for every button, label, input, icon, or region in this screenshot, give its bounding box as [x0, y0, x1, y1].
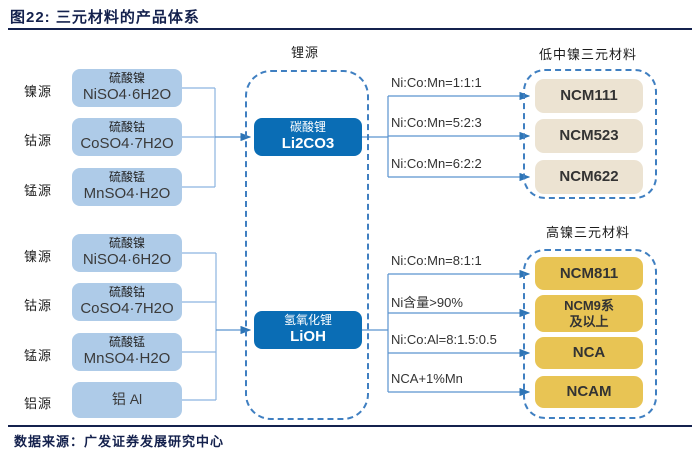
node-manganese-sulfate-top: 硫酸锰 MnSO4·H2O: [72, 168, 182, 206]
node-cn-name: 硫酸锰: [108, 335, 145, 350]
node-ncm523: NCM523: [535, 119, 643, 153]
node-cn-name: 铝 Al: [111, 391, 143, 408]
node-ncam: NCAM: [535, 376, 643, 408]
node-lithium-carbonate: 碳酸锂 Li2CO3: [254, 118, 362, 156]
ratio-label-ncam: NCA+1%Mn: [391, 371, 463, 386]
node-formula: NiSO4·6H2O: [82, 251, 172, 269]
node-cn-name: 硫酸镍: [108, 236, 145, 251]
low-mid-nickel-label: 低中镍三元材料: [538, 47, 637, 62]
figure-title: 图22: 三元材料的产品体系: [10, 9, 200, 26]
product-name: NCA: [572, 344, 606, 361]
node-ncm111: NCM111: [535, 79, 643, 113]
node-manganese-sulfate-bottom: 硫酸锰 MnSO4·H2O: [72, 333, 182, 371]
node-nickel-sulfate-bottom: 硫酸镍 NiSO4·6H2O: [72, 234, 182, 272]
node-cn-name: 硫酸镍: [108, 71, 145, 86]
node-nca: NCA: [535, 337, 643, 369]
high-nickel-label: 高镍三元材料: [545, 225, 630, 240]
lithium-source-label: 锂源: [290, 45, 319, 60]
node-cobalt-sulfate-top: 硫酸钴 CoSO4·7H2O: [72, 118, 182, 156]
data-source-text: 数据来源：广发证券发展研究中心: [14, 434, 225, 449]
node-formula: LiOH: [290, 328, 326, 346]
node-cn-name: 硫酸钴: [108, 120, 145, 135]
footer-rule: [8, 425, 692, 427]
node-cn-name: 硫酸钴: [108, 285, 145, 300]
ratio-label-ncm811: Ni:Co:Mn=8:1:1: [391, 253, 482, 268]
ratio-label-ncm622: Ni:Co:Mn=6:2:2: [391, 156, 482, 171]
product-name: NCM523: [559, 127, 619, 144]
product-name: NCM622: [559, 168, 619, 185]
node-formula: NiSO4·6H2O: [82, 86, 172, 104]
node-cobalt-sulfate-bottom: 硫酸钴 CoSO4·7H2O: [72, 283, 182, 321]
node-ncm622: NCM622: [535, 160, 643, 194]
source-label-manganese-bottom: 锰源: [24, 348, 53, 363]
node-cn-name: 硫酸锰: [108, 170, 145, 185]
source-label-cobalt-bottom: 钴源: [24, 298, 53, 313]
ratio-label-nca: Ni:Co:Al=8:1.5:0.5: [391, 332, 497, 347]
node-nickel-sulfate-top: 硫酸镍 NiSO4·6H2O: [72, 69, 182, 107]
node-cn-name: 氢氧化锂: [283, 313, 332, 328]
product-name: NCM9系 及以上: [564, 297, 614, 329]
product-name: NCM811: [559, 264, 619, 282]
node-cn-name: 碳酸锂: [289, 120, 326, 135]
node-lithium-hydroxide: 氢氧化锂 LiOH: [254, 311, 362, 349]
source-label-manganese-top: 锰源: [24, 183, 53, 198]
product-name: NCM111: [560, 87, 618, 104]
arrow-lines: [215, 91, 531, 397]
source-label-nickel-bottom: 镍源: [24, 249, 53, 264]
source-label-nickel-top: 镍源: [24, 84, 53, 99]
node-formula: MnSO4·H2O: [83, 350, 171, 368]
lithium-source-group-box: [245, 70, 369, 420]
ratio-label-ncm111: Ni:Co:Mn=1:1:1: [391, 75, 482, 90]
node-formula: MnSO4·H2O: [83, 185, 171, 203]
header-rule: [8, 28, 692, 30]
product-name: NCAM: [566, 383, 612, 400]
node-ncm811: NCM811: [535, 257, 643, 290]
high-nickel-group-box: [523, 249, 657, 419]
source-label-cobalt-top: 钴源: [24, 133, 53, 148]
node-formula: CoSO4·7H2O: [80, 135, 174, 153]
low-mid-nickel-group-box: [523, 69, 657, 199]
ratio-label-ncm9: Ni含量>90%: [391, 295, 463, 310]
node-formula: Li2CO3: [281, 135, 335, 153]
input-bus-lines: [182, 87, 217, 401]
node-formula: CoSO4·7H2O: [80, 300, 174, 318]
ratio-label-ncm523: Ni:Co:Mn=5:2:3: [391, 115, 482, 130]
node-aluminum: 铝 Al: [72, 382, 182, 418]
node-ncm9-and-above: NCM9系 及以上: [535, 295, 643, 332]
source-label-aluminum: 铝源: [24, 396, 53, 411]
